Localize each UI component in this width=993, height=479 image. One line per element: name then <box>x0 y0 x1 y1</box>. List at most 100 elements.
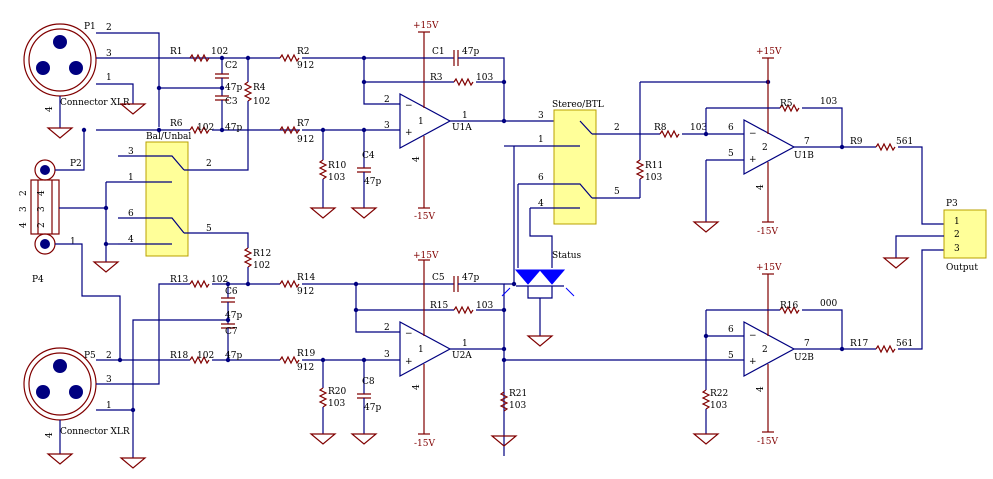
r22-value: 103 <box>710 401 727 411</box>
u1a-pin-vneg: 4 <box>412 156 422 162</box>
u2a-pin-non: 3 <box>384 350 390 360</box>
u1a-ref: U1A <box>452 123 472 133</box>
u1b-unit: 2 <box>762 143 768 153</box>
r4-value: 102 <box>253 97 270 107</box>
c1-ref: C1 <box>432 47 445 57</box>
u2a-pin-vneg: 4 <box>412 384 422 390</box>
r12-ref: R12 <box>253 249 271 259</box>
u2b-vpos-label: +15V <box>756 263 782 273</box>
p3-pin3: 3 <box>954 244 960 254</box>
r10-ref: R10 <box>328 161 347 171</box>
u2a-pin-inv: 2 <box>384 323 390 333</box>
r18-value: 102 <box>197 351 214 361</box>
u2b-pin-vneg: 4 <box>756 386 766 392</box>
p4-side-pin: 2 <box>37 222 47 228</box>
status-label: Status <box>552 251 582 261</box>
bal-unbal-pin1: 1 <box>128 173 134 183</box>
p4-pin1: 1 <box>70 237 76 247</box>
c7-ref: C7 <box>225 327 238 337</box>
r7-value: 912 <box>297 135 314 145</box>
resistor-r18 <box>189 355 210 365</box>
u1b-pin-vneg: 4 <box>756 184 766 190</box>
r1-value: 102 <box>211 47 228 57</box>
stereo-btl-label: Stereo/BTL <box>552 100 604 110</box>
resistor-r13 <box>189 279 210 289</box>
u1b-pin-out: 7 <box>804 137 810 147</box>
u1a-pin-non: 3 <box>384 121 390 131</box>
r13-ref: R13 <box>170 275 189 285</box>
ground-symbol <box>119 457 147 469</box>
u1b-pin-inv: 6 <box>728 123 734 133</box>
c3-ref: C3 <box>225 97 238 107</box>
u2a-ref: U2A <box>452 351 472 361</box>
p4-side-pin: 3 <box>19 206 29 212</box>
ground-symbol <box>692 433 720 445</box>
resistor-r2 <box>279 53 300 63</box>
bal-unbal-pin5: 5 <box>206 224 212 234</box>
p4-side-pin: 4 <box>19 222 29 228</box>
r10-value: 103 <box>328 173 345 183</box>
resistor-r6 <box>189 125 210 135</box>
r11-value: 103 <box>645 173 662 183</box>
u1a-pin-out: 1 <box>462 111 468 121</box>
svg-text:+: + <box>405 357 413 367</box>
r6-value: 102 <box>197 123 214 133</box>
capacitor-c1 <box>453 50 459 66</box>
r8-value: 103 <box>690 123 707 133</box>
p1-pin2: 2 <box>106 23 112 33</box>
opamp-u2b: − + 2 U2B 6 5 7 4 <box>728 320 814 392</box>
ground-symbol <box>692 221 720 233</box>
p1-ref: P1 <box>84 22 96 32</box>
ground-symbol <box>490 435 518 447</box>
r4-ref: R4 <box>253 83 266 93</box>
u1b-ref: U1B <box>794 151 814 161</box>
opamp-u2a: − + 1 U2A 2 3 1 4 <box>384 320 472 390</box>
resistor-r8 <box>659 129 680 139</box>
svg-text:−: − <box>405 329 413 339</box>
ground-symbol <box>882 257 910 269</box>
p5-pin1: 1 <box>106 401 112 411</box>
p3-pin1: 1 <box>954 217 960 227</box>
resistor-r15 <box>453 305 474 315</box>
u2a-pin-out: 1 <box>462 339 468 349</box>
r21-ref: R21 <box>509 389 527 399</box>
p4-side-pin: 4 <box>37 190 47 196</box>
connector-p3: P3 Output 1 2 3 <box>943 199 987 273</box>
resistor-r17 <box>875 344 896 354</box>
p5-pin2: 2 <box>106 351 112 361</box>
c8-value: 47p <box>364 403 381 413</box>
p2-ref: P2 <box>70 159 82 169</box>
p4-side-pin: 3 <box>37 206 47 212</box>
resistor-r11 <box>635 159 645 180</box>
stereo-btl-pin4: 4 <box>538 199 544 209</box>
r16-ref: R16 <box>780 301 799 311</box>
r20-ref: R20 <box>328 387 347 397</box>
r19-ref: R19 <box>297 349 316 359</box>
ground-symbol <box>119 103 147 115</box>
switch-bal-unbal: Bal/Unbal 3 1 2 6 4 5 <box>118 132 249 257</box>
p4-ref: P4 <box>32 275 44 285</box>
u2b-pin-out: 7 <box>804 339 810 349</box>
resistor-r19 <box>279 355 300 365</box>
r19-value: 912 <box>297 363 314 373</box>
p3-pin2: 2 <box>954 230 960 240</box>
c8-ref: C8 <box>362 377 375 387</box>
ground-symbol <box>92 261 120 273</box>
p3-ref: P3 <box>946 199 958 209</box>
r21-value: 103 <box>509 401 526 411</box>
r9-ref: R9 <box>850 137 863 147</box>
resistor-r3 <box>453 77 474 87</box>
u1a-vneg-label: -15V <box>414 212 435 222</box>
u2b-ref: U2B <box>794 353 814 363</box>
bal-unbal-pin3: 3 <box>128 147 134 157</box>
r18-ref: R18 <box>170 351 189 361</box>
p5-pin3: 3 <box>106 375 112 385</box>
r20-value: 103 <box>328 399 345 409</box>
u2b-pin-inv: 6 <box>728 325 734 335</box>
u2b-pin-non: 5 <box>728 351 734 361</box>
r6-ref: R6 <box>170 119 183 129</box>
svg-text:−: − <box>405 101 413 111</box>
r22-ref: R22 <box>710 389 728 399</box>
stereo-btl-pin2: 2 <box>614 123 620 133</box>
